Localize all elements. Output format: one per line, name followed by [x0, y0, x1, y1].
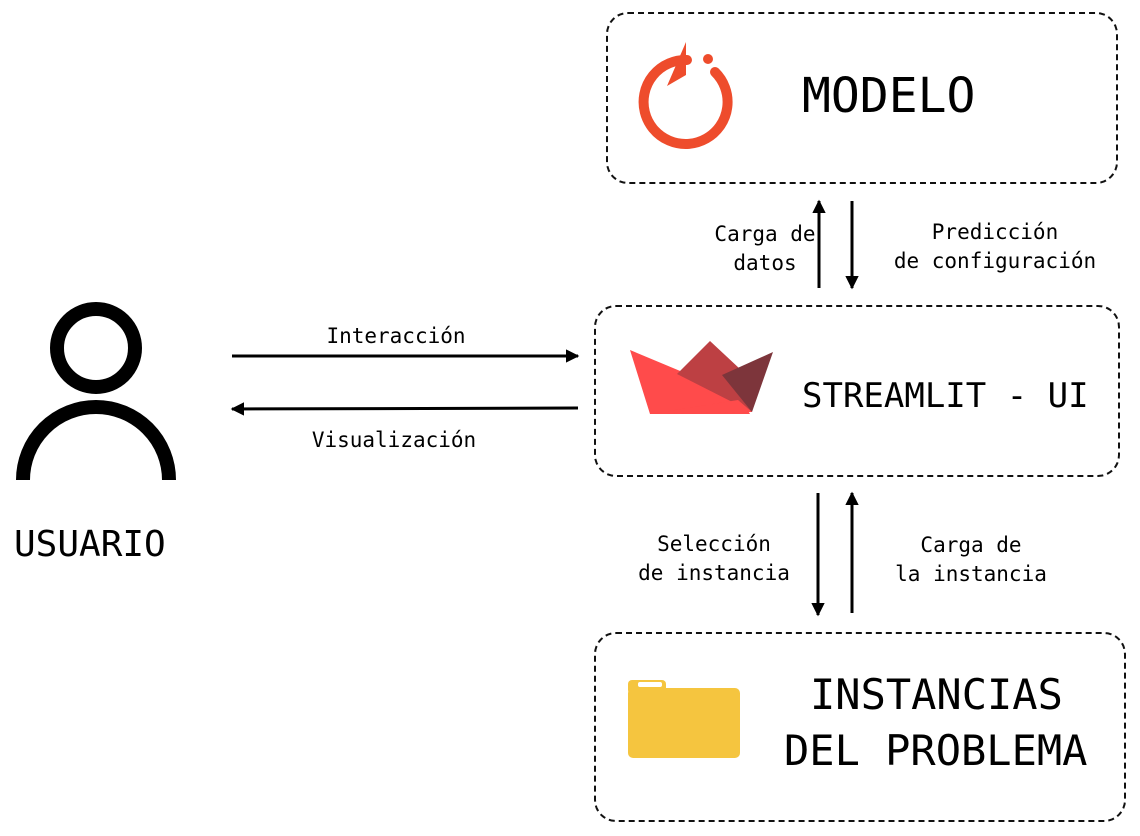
- streamlit-ui-box: [594, 305, 1120, 477]
- user-icon: [16, 302, 176, 481]
- folder-icon: [628, 680, 740, 758]
- modelo-box: [606, 12, 1118, 184]
- arrow-visualizacion: [230, 402, 579, 416]
- label-seleccion: Selección de instancia: [620, 530, 808, 588]
- label-interaccion: Interacción: [326, 324, 466, 348]
- streamlit-ui-title: STREAMLIT - UI: [802, 376, 1089, 416]
- instancias-title-line2: DEL PROBLEMA: [784, 726, 1088, 775]
- label-prediccion-line1: Predicción: [931, 220, 1059, 244]
- label-carga-instancia-line1: Carga de: [920, 533, 1022, 557]
- instancias-box: [594, 632, 1126, 822]
- label-seleccion-line1: Selección: [657, 532, 771, 556]
- label-carga-datos: Carga de datos: [670, 220, 860, 278]
- pytorch-icon: [638, 42, 733, 149]
- label-carga-datos-line1: Carga de: [714, 222, 816, 246]
- label-prediccion-line2: de configuración: [893, 249, 1097, 273]
- usuario-label: USUARIO: [14, 524, 166, 565]
- modelo-title: MODELO: [802, 68, 976, 124]
- label-prediccion: Predicción de configuración: [880, 218, 1110, 276]
- label-carga-datos-line2: datos: [733, 251, 797, 275]
- instancias-title-line1: INSTANCIAS: [810, 670, 1063, 719]
- label-carga-instancia: Carga de la instancia: [876, 531, 1066, 589]
- streamlit-icon: [630, 341, 773, 414]
- label-visualizacion: Visualización: [311, 428, 477, 452]
- label-carga-instancia-line2: la instancia: [895, 562, 1047, 586]
- label-seleccion-line2: de instancia: [638, 561, 790, 585]
